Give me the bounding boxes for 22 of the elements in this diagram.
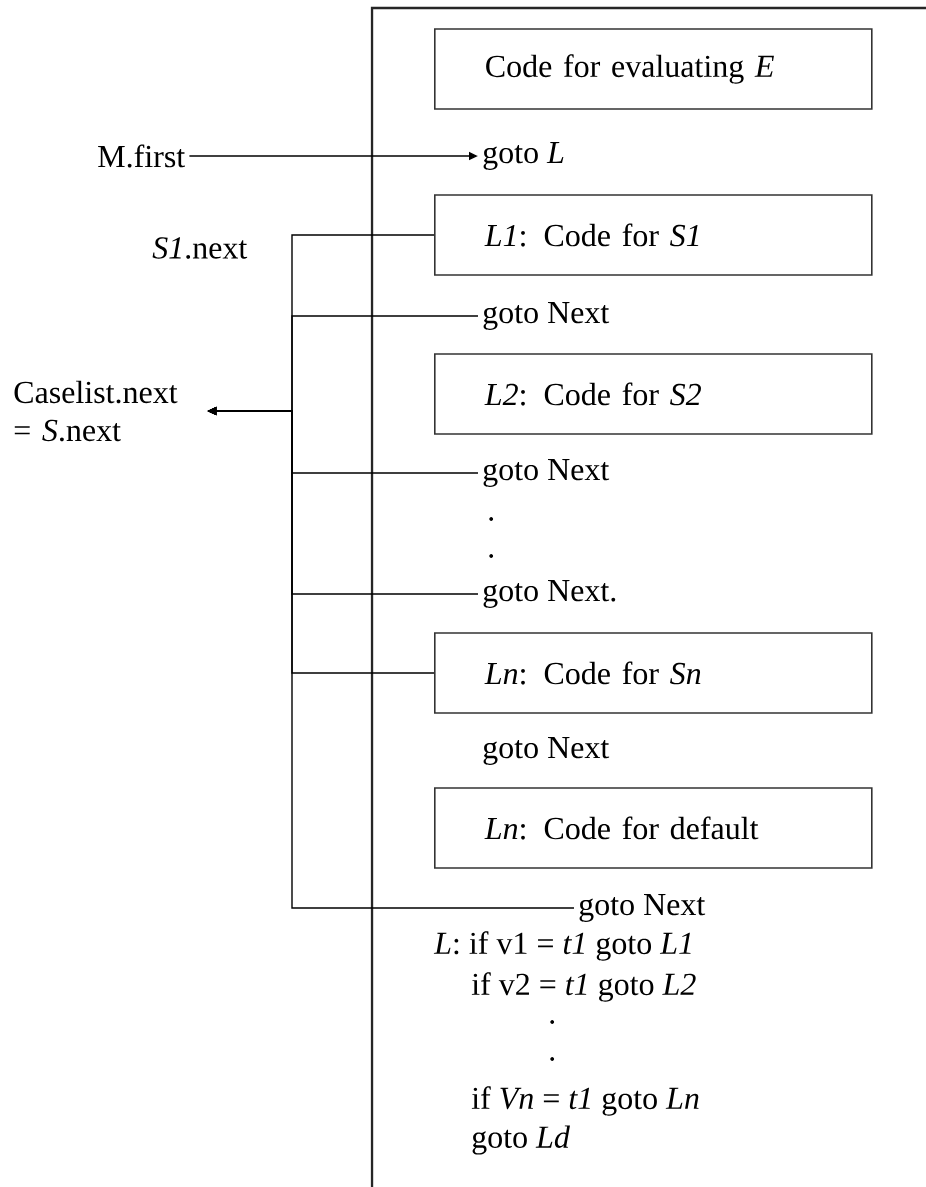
text-label: if Vn = t1 goto Ln	[471, 1086, 699, 1116]
code-line: goto Next	[483, 459, 610, 487]
code-line: goto Next.	[483, 580, 616, 608]
code-box: Code for evaluating E	[434, 28, 873, 110]
code-line: goto L	[483, 142, 564, 170]
text-label: .	[550, 1057, 555, 1061]
node-label: Caselist.next = S.next	[14, 380, 178, 442]
code-box: L1: Code for S1	[434, 194, 873, 276]
code-box: L2: Code for S2	[434, 353, 873, 435]
text-label: goto Ld	[472, 1125, 570, 1155]
code-line: goto Next	[483, 302, 610, 330]
text-label: if v2 = t1 goto L2	[471, 972, 696, 1002]
code-line: goto Next	[579, 894, 706, 922]
code-box: Ln: Code for default	[434, 787, 873, 869]
text-label: S1.next	[152, 237, 248, 259]
text-label: .	[489, 554, 494, 558]
text-label: L: if v1 = t1 goto L1	[433, 931, 691, 961]
code-box: Ln: Code for Sn	[434, 632, 873, 714]
text-label: .	[550, 1020, 555, 1024]
code-line: goto Next	[483, 737, 610, 765]
text-label: .	[489, 517, 494, 521]
code-line: M.first	[98, 144, 185, 168]
